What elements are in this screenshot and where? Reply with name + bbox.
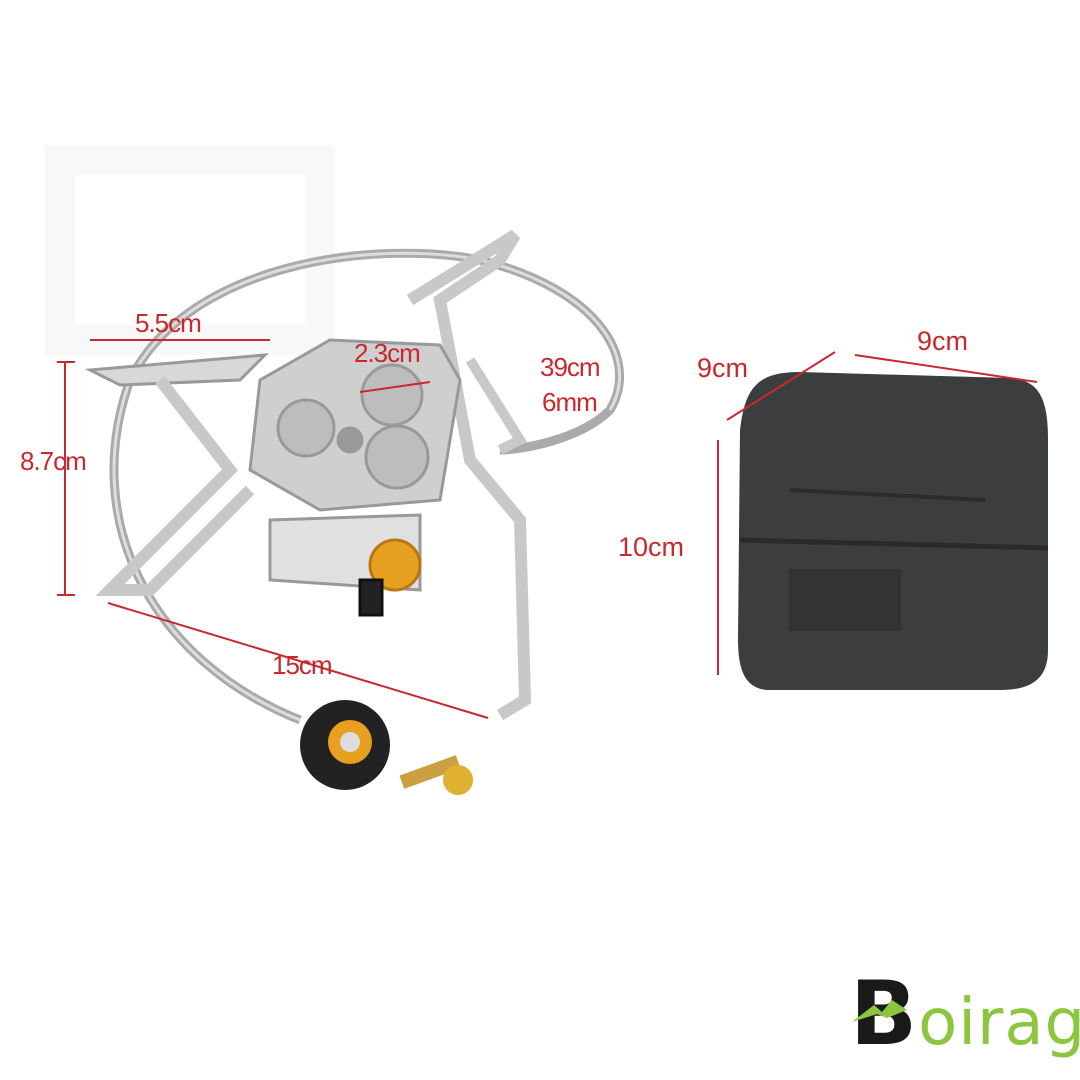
logo-text: Boirag — [850, 962, 1080, 1065]
logo-mountain-icon — [852, 1000, 907, 1022]
storage-case — [738, 372, 1049, 690]
dim-case-depth: 9cm — [697, 353, 749, 383]
dimension-lines — [57, 339, 1038, 719]
stove — [84, 229, 532, 721]
dim-case-width: 9cm — [917, 326, 969, 356]
dim-hose-thickness: 6mm — [542, 387, 598, 417]
dim-burner: 2.3cm — [354, 338, 421, 368]
brand-logo: Boirag — [850, 962, 1080, 1065]
dim-base-width: 15cm — [272, 650, 333, 680]
dim-hose-length: 39cm — [540, 352, 601, 382]
gas-regulator — [300, 700, 473, 795]
dim-stove-height: 8.7cm — [20, 446, 87, 476]
dim-support-width: 5.5cm — [135, 308, 202, 338]
watermark — [45, 145, 335, 355]
dim-case-height: 10cm — [618, 532, 685, 562]
